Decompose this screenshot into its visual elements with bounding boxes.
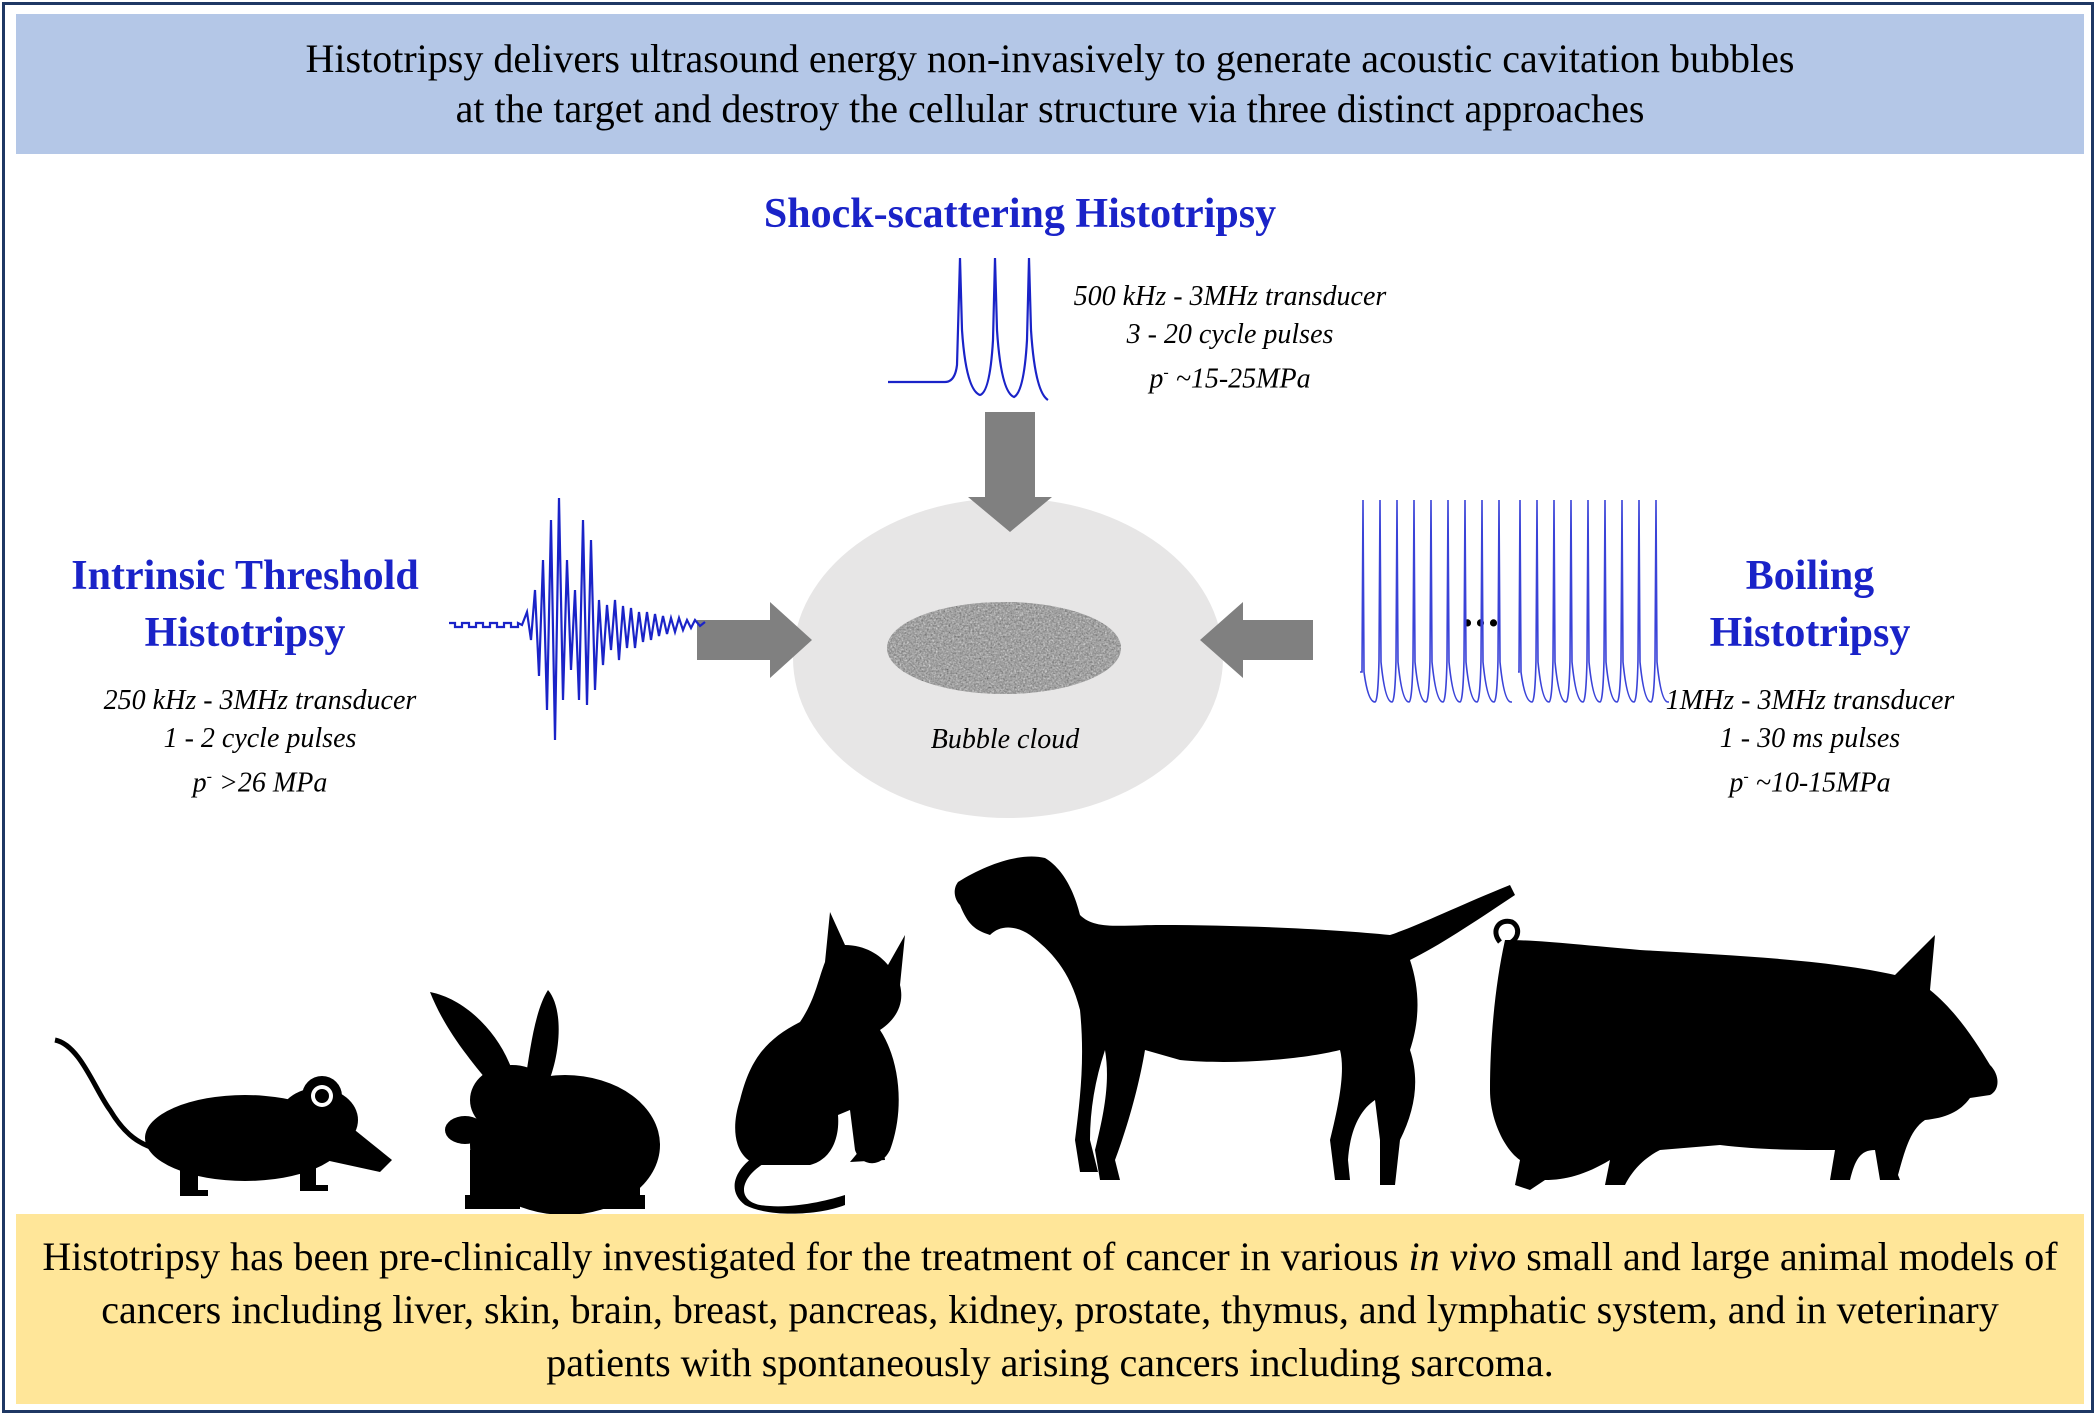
shock-scattering-specs: 500 kHz - 3MHz transducer 3 - 20 cycle p… [1030, 278, 1430, 398]
shock-waveform [888, 257, 1049, 401]
in-vivo-italic: in vivo [1408, 1233, 1517, 1279]
top-banner-line-2: at the target and destroy the cellular s… [455, 86, 1645, 131]
boiling-title: Boiling Histotripsy [1620, 548, 2000, 662]
arrow-right [697, 602, 812, 678]
boiling-spec-pressure: p- ~10-15MPa [1729, 767, 1891, 799]
boiling-title-line-1: Boiling [1745, 553, 1875, 599]
boiling-spec-frequency: 1MHz - 3MHz transducer [1665, 685, 1955, 716]
boiling-spec-duration: 1 - 30 ms pulses [1719, 723, 1901, 754]
boiling-waveform-1 [1360, 499, 1512, 703]
cat-icon [734, 912, 905, 1214]
intrinsic-threshold-title: Intrinsic Threshold Histotripsy [20, 548, 470, 662]
mouse-icon [54, 1037, 392, 1196]
top-banner-line-1: Histotripsy delivers ultrasound energy n… [305, 36, 1795, 81]
pig-icon [1490, 918, 1998, 1190]
intrinsic-title-line-2: Histotripsy [144, 610, 346, 656]
bubble-cloud-label: Bubble cloud [930, 724, 1080, 755]
intrinsic-title-line-1: Intrinsic Threshold [71, 553, 419, 599]
arrow-down [968, 412, 1052, 532]
boiling-waveform-2 [1518, 499, 1669, 703]
rabbit-icon [430, 990, 660, 1215]
shock-scattering-title: Shock-scattering Histotripsy [763, 191, 1277, 237]
intrinsic-waveform [449, 497, 706, 741]
intrinsic-spec-pressure: p- >26 MPa [192, 767, 328, 799]
shock-spec-frequency: 500 kHz - 3MHz transducer [1073, 281, 1387, 312]
shock-spec-cycles: 3 - 20 cycle pulses [1126, 319, 1334, 350]
bottom-banner: Histotripsy has been pre-clinically inve… [16, 1214, 2084, 1404]
boiling-specs: 1MHz - 3MHz transducer 1 - 30 ms pulses … [1605, 682, 2015, 802]
top-banner: Histotripsy delivers ultrasound energy n… [16, 14, 2084, 154]
dog-icon [954, 856, 1515, 1185]
bottom-banner-text: Histotripsy has been pre-clinically inve… [42, 1233, 2058, 1385]
shock-spec-pressure: p- ~15-25MPa [1149, 363, 1311, 395]
intrinsic-spec-cycles: 1 - 2 cycle pulses [163, 723, 357, 754]
boiling-title-line-2: Histotripsy [1709, 610, 1911, 656]
intrinsic-spec-frequency: 250 kHz - 3MHz transducer [103, 685, 417, 716]
arrow-left [1200, 602, 1313, 678]
bubble-cloud-core [887, 602, 1121, 694]
intrinsic-threshold-specs: 250 kHz - 3MHz transducer 1 - 2 cycle pu… [60, 682, 460, 802]
